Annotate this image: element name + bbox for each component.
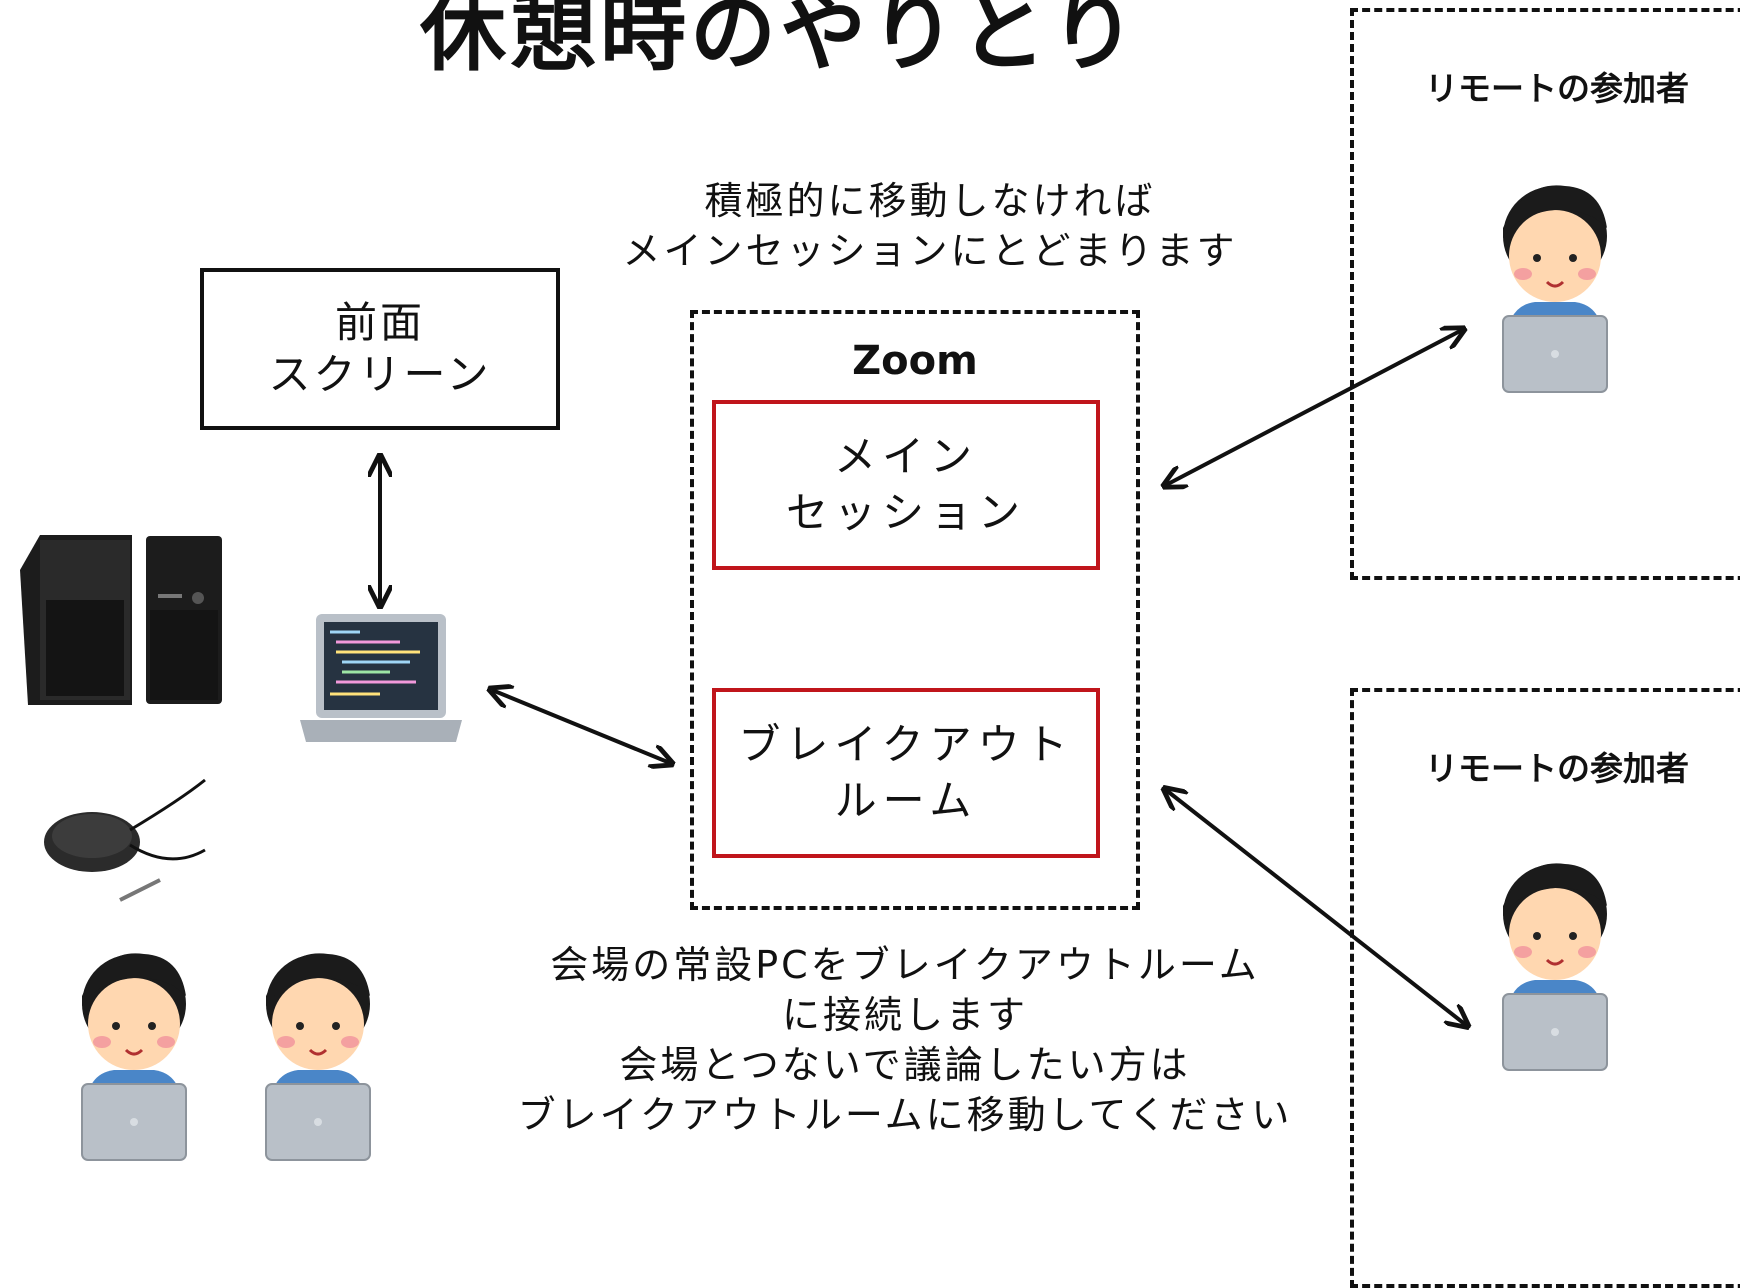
breakout-room-line2: ルーム	[834, 776, 978, 825]
bottom-note-line3: 会場とつないで議論したい方は	[619, 1043, 1191, 1087]
arrow-main-remote-top	[1166, 330, 1462, 485]
person-with-laptop-icon	[1501, 183, 1609, 394]
person-with-laptop-icon	[80, 951, 188, 1162]
front-screen-line2: スクリーン	[268, 350, 492, 399]
zoom-container	[690, 310, 1140, 910]
top-note-line1: 積極的に移動しなければ	[704, 179, 1156, 223]
main-session-line2: セッション	[785, 488, 1026, 537]
bottom-note-line4: ブレイクアウトルームに移動してください	[517, 1093, 1293, 1137]
arrow-laptop-breakout	[492, 690, 670, 763]
top-note-line2: メインセッションにとどまります	[622, 229, 1238, 273]
breakout-room-line1: ブレイクアウト	[738, 720, 1074, 769]
arrow-breakout-remote-bottom	[1166, 790, 1466, 1025]
remote-label-bottom: リモートの参加者	[1425, 749, 1689, 788]
bottom-note-line2: に接続します	[781, 993, 1028, 1037]
microphone-icon	[44, 778, 206, 902]
front-screen-line1: 前面	[334, 298, 425, 347]
person-with-laptop-icon	[1501, 861, 1609, 1072]
zoom-label: Zoom	[852, 338, 978, 384]
page-title: 休憩時のやりとり	[420, 0, 1140, 83]
speaker-icon	[20, 535, 222, 705]
main-session-box: メイン セッション	[712, 400, 1100, 570]
person-with-laptop-icon	[264, 951, 372, 1162]
bottom-note-line1: 会場の常設PCをブレイクアウトルーム	[550, 943, 1260, 987]
front-screen-box: 前面 スクリーン	[200, 268, 560, 430]
remote-label-top: リモートの参加者	[1425, 69, 1689, 108]
diagram-graphics	[20, 183, 1609, 1162]
main-session-line1: メイン	[833, 432, 978, 481]
top-note: 積極的に移動しなければ メインセッションにとどまります	[560, 176, 1300, 276]
remote-region-top	[1350, 8, 1740, 580]
laptop-icon	[300, 614, 462, 742]
breakout-room-box: ブレイクアウト ルーム	[712, 688, 1100, 858]
bottom-note: 会場の常設PCをブレイクアウトルーム に接続します 会場とつないで議論したい方は…	[480, 940, 1330, 1140]
